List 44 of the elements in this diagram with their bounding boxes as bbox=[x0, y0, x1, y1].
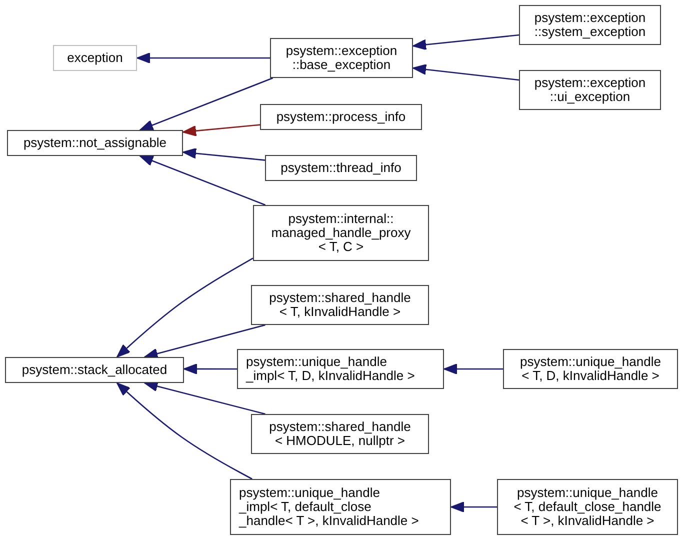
class-box bbox=[53, 45, 137, 71]
class-name: psystem::shared_handle < HMODULE, nullptr > bbox=[269, 420, 411, 448]
class-name: psystem::exception ::ui_exception bbox=[534, 76, 646, 104]
inheritance-arrow bbox=[182, 124, 260, 136]
class-name: exception bbox=[67, 51, 123, 65]
class-name: psystem::stack_allocated bbox=[22, 363, 168, 377]
class-box bbox=[7, 130, 183, 156]
class-box bbox=[251, 285, 429, 325]
class-name: psystem::not_assignable bbox=[23, 136, 167, 150]
class-name: psystem::unique_handle _impl< T, D, kInvalidHandle > bbox=[246, 355, 415, 383]
class-box bbox=[260, 104, 422, 130]
class-name: psystem::shared_handle < T, kInvalidHandle > bbox=[269, 291, 411, 319]
class-box bbox=[497, 479, 678, 535]
inheritance-arrow bbox=[140, 77, 274, 131]
class-name: psystem::unique_handle < T, D, kInvalidHandle > bbox=[520, 355, 661, 383]
inheritance-arrow bbox=[412, 64, 520, 81]
inheritance-arrow bbox=[144, 324, 266, 359]
inheritance-arrow bbox=[116, 382, 252, 480]
inheritance-arrow bbox=[136, 52, 270, 64]
inheritance-arrow bbox=[412, 34, 520, 50]
inheritance-arrow bbox=[144, 380, 266, 415]
inheritance-arrow bbox=[450, 502, 497, 512]
class-name: psystem::exception ::system_exception bbox=[534, 11, 646, 39]
class-box bbox=[230, 479, 451, 535]
inheritance-arrow bbox=[184, 363, 237, 374]
class-box bbox=[519, 70, 661, 110]
class-name: psystem::unique_handle < T, default_close_handle < T >, kInvalidHandle > bbox=[514, 486, 662, 528]
inheritance-arrow bbox=[116, 258, 254, 358]
class-box bbox=[253, 205, 429, 261]
class-box bbox=[251, 414, 429, 454]
class-name: psystem::process_info bbox=[276, 110, 406, 124]
class-name: psystem::thread_info bbox=[280, 161, 402, 175]
class-box bbox=[270, 38, 413, 78]
class-box bbox=[5, 357, 184, 383]
class-box bbox=[519, 5, 661, 45]
class-name: psystem::exception ::base_exception bbox=[286, 44, 398, 72]
class-name: psystem::unique_handle _impl< T, default_close _handle< T >, kInvalidHandle > bbox=[239, 486, 419, 528]
class-box bbox=[265, 155, 417, 181]
class-box bbox=[503, 349, 678, 389]
inheritance-arrow bbox=[182, 148, 266, 161]
inheritance-arrow bbox=[444, 364, 503, 374]
class-box bbox=[237, 349, 444, 389]
inheritance-arrow bbox=[140, 155, 266, 206]
class-name: psystem::internal:: managed_handle_proxy < T, C > bbox=[271, 212, 411, 254]
